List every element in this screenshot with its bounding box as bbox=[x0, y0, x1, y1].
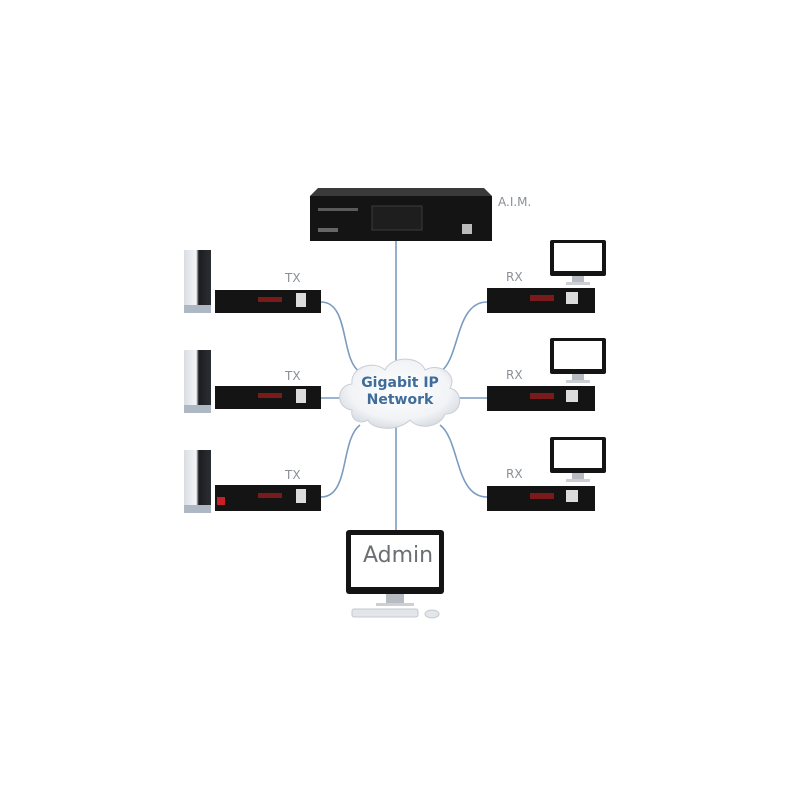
network-label-line1: Gigabit IP bbox=[361, 375, 439, 391]
network-label: Gigabit IP Network bbox=[345, 375, 455, 409]
tx-label-2: TX bbox=[285, 369, 301, 383]
mouse bbox=[424, 609, 440, 619]
rx-device-1 bbox=[487, 240, 606, 313]
links bbox=[320, 238, 488, 530]
tx-device-1 bbox=[184, 250, 321, 313]
rx-label-1: RX bbox=[506, 270, 523, 284]
tx-label-3: TX bbox=[285, 468, 301, 482]
link-rx3 bbox=[439, 424, 488, 498]
tx-device-3 bbox=[184, 450, 321, 513]
aim-server bbox=[310, 188, 492, 241]
link-rx1 bbox=[439, 301, 488, 373]
pc-tower bbox=[184, 350, 211, 413]
aim-label: A.I.M. bbox=[498, 195, 532, 209]
tx-device-2 bbox=[184, 350, 321, 413]
tx-label-1: TX bbox=[285, 271, 301, 285]
network-label-line2: Network bbox=[366, 392, 434, 408]
rx-label-3: RX bbox=[506, 467, 523, 481]
link-tx1 bbox=[320, 301, 361, 373]
admin-workstation bbox=[346, 530, 444, 619]
admin-label: Admin bbox=[362, 543, 434, 568]
pc-tower bbox=[184, 450, 211, 513]
network-cloud bbox=[339, 358, 460, 429]
rx-device-3 bbox=[487, 437, 606, 511]
link-tx3 bbox=[320, 424, 361, 498]
rx-device-2 bbox=[487, 338, 606, 411]
pc-tower bbox=[184, 250, 211, 313]
keyboard bbox=[351, 608, 419, 618]
rx-label-2: RX bbox=[506, 368, 523, 382]
